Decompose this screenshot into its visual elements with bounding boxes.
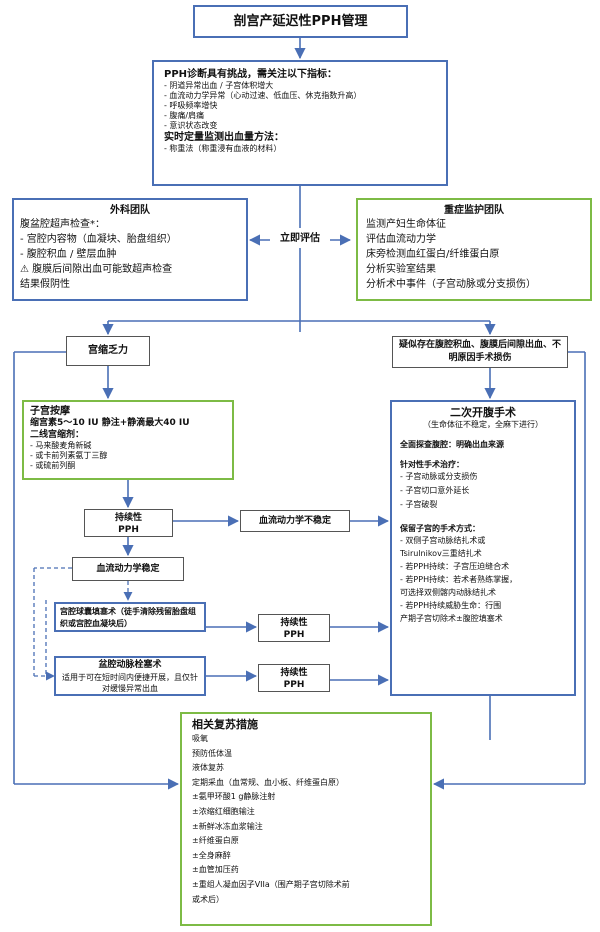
surgical-team-line: 腹盆腔超声检查*： bbox=[20, 219, 105, 230]
measure-list: - 称重法（称重浸有血液的材料） bbox=[164, 144, 436, 154]
atony-box: 宫缩乏力 bbox=[66, 336, 150, 366]
second-laparotomy-box: 二次开腹手术 （生命体征不稳定，全麻下进行） 全面探查腹腔：明确出血来源 针对性… bbox=[390, 400, 576, 696]
targeted-list: - 子宫动脉或分支损伤 - 子宫切口意外延长 - 子宫破裂 bbox=[400, 470, 566, 512]
suspect-box: 疑似存在腹腔积血、腹膜后间隙出血、不明原因手术损伤 bbox=[392, 336, 568, 368]
icu-team-line: 分析术中事件（子宫动脉或分支损伤） bbox=[366, 279, 536, 290]
laparotomy-title: 二次开腹手术 bbox=[450, 406, 516, 419]
uterine-massage-title: 子宫按摩 bbox=[30, 406, 70, 417]
icu-team-line: 监测产妇生命体征 bbox=[366, 219, 446, 230]
diagnosis-list: - 阴道异常出血 / 子宫体积增大 - 血流动力学异常（心动过速、低血压、休克指… bbox=[164, 81, 436, 131]
preserve-list: - 双侧子宫动脉结扎术或 Tsirulnikov三重结扎术 - 若PPH持续：子… bbox=[400, 534, 566, 625]
persistent-pph-3: 持续性PPH bbox=[258, 664, 330, 692]
surgical-team-line: ⚠ 腹膜后间隙出血可能致超声检查 bbox=[20, 264, 173, 275]
hemo-unstable-text: 血流动力学不稳定 bbox=[258, 516, 331, 526]
surgical-team-box: 外科团队 腹盆腔超声检查*： - 宫腔内容物（血凝块、胎盘组织） - 腹腔积血 … bbox=[12, 198, 248, 301]
resuscitation-line: ±氨甲环酸1 g静脉注射 bbox=[192, 792, 276, 802]
measure-heading: 实时定量监测出血量方法： bbox=[164, 132, 284, 143]
immediate-eval-text: 立即评估 bbox=[280, 233, 320, 244]
diagnosis-box: PPH诊断具有挑战，需关注以下指标： - 阴道异常出血 / 子宫体积增大 - 血… bbox=[152, 60, 448, 186]
resuscitation-line: ±血管加压药 bbox=[192, 865, 239, 875]
resuscitation-line: ±重组人凝血因子VIIa（围产期子宫切除术前 bbox=[192, 879, 350, 889]
resuscitation-title: 相关复苏措施 bbox=[192, 718, 258, 731]
oxytocin-dose: 缩宫素5～10 IU 静注+静滴最大40 IU bbox=[30, 418, 190, 428]
atony-text: 宫缩乏力 bbox=[88, 345, 128, 356]
hemo-stable-text: 血流动力学稳定 bbox=[96, 564, 160, 574]
targeted-item: - 子宫动脉或分支损伤 bbox=[400, 472, 478, 481]
measure-item: - 称重法（称重浸有血液的材料） bbox=[164, 144, 282, 153]
persistent-pph-1-text: 持续性PPH bbox=[114, 513, 142, 535]
persistent-pph-3-text: 持续性PPH bbox=[280, 668, 308, 690]
immediate-eval-label: 立即评估 bbox=[270, 232, 330, 248]
chart-title: 剖宫产延迟性PPH管理 bbox=[193, 5, 408, 38]
second-line-item: - 马来酸麦角新碱 bbox=[30, 441, 92, 450]
surgical-team-title: 外科团队 bbox=[110, 205, 150, 216]
surgical-team-line: - 腹腔积血 / 壁层血肿 bbox=[20, 249, 117, 260]
diagnosis-item: - 意识状态改变 bbox=[164, 121, 218, 130]
icu-team-line: 评估血流动力学 bbox=[366, 234, 436, 245]
hemo-unstable-box: 血流动力学不稳定 bbox=[240, 510, 350, 532]
icu-team-line: 床旁检测血红蛋白/纤维蛋白原 bbox=[366, 249, 500, 260]
second-line-item: - 或卡前列素氨丁三醇 bbox=[30, 451, 108, 460]
diagnosis-item: - 腹痛/肩痛 bbox=[164, 111, 205, 120]
targeted-item: - 子宫破裂 bbox=[400, 500, 438, 509]
preserve-line: - 若PPH持续：若术者熟练掌握， bbox=[400, 575, 518, 584]
embolization-desc: 适用于可在短时间内便捷开展，且仅针对缓慢异常出血 bbox=[62, 672, 198, 693]
resuscitation-line: ±新鲜冰冻血浆输注 bbox=[192, 821, 263, 831]
suspect-text: 疑似存在腹腔积血、腹膜后间隙出血、不明原因手术损伤 bbox=[399, 340, 562, 363]
preserve-line: 产期子宫切除术±腹腔填塞术 bbox=[400, 614, 503, 623]
embolization-title: 盆腔动脉栓塞术 bbox=[98, 660, 162, 670]
surgical-team-list: 腹盆腔超声检查*： - 宫腔内容物（血凝块、胎盘组织） - 腹腔积血 / 壁层血… bbox=[20, 217, 240, 292]
diagnosis-heading: PPH诊断具有挑战，需关注以下指标： bbox=[164, 69, 338, 80]
preserve-line: - 双侧子宫动脉结扎术或 bbox=[400, 536, 486, 545]
laparotomy-explore: 全面探查腹腔：明确出血来源 bbox=[400, 440, 504, 449]
resuscitation-line: ±纤维蛋白原 bbox=[192, 836, 239, 846]
icu-team-list: 监测产妇生命体征 评估血流动力学 床旁检测血红蛋白/纤维蛋白原 分析实验室结果 … bbox=[366, 217, 582, 292]
surgical-team-line: 结果假阴性 bbox=[20, 279, 70, 290]
chart-title-text: 剖宫产延迟性PPH管理 bbox=[233, 14, 368, 29]
preserve-line: - 若PPH持续：子宫压迫缝合术 bbox=[400, 562, 510, 571]
balloon-text: 宫腔球囊填塞术（徒手清除残留胎盘组织或宫腔血凝块后） bbox=[60, 607, 196, 628]
second-line-heading: 二线宫缩剂： bbox=[30, 429, 85, 440]
resuscitation-line: ±全身麻醉 bbox=[192, 850, 231, 860]
resuscitation-line: 预防低体温 bbox=[192, 748, 232, 758]
embolization-box: 盆腔动脉栓塞术 适用于可在短时间内便捷开展，且仅针对缓慢异常出血 bbox=[54, 656, 206, 696]
preserve-line: 可选择双侧髂内动脉结扎术 bbox=[400, 588, 496, 597]
diagnosis-item: - 阴道异常出血 / 子宫体积增大 bbox=[164, 81, 274, 90]
resuscitation-line: 吸氧 bbox=[192, 734, 208, 743]
hemo-stable-box: 血流动力学稳定 bbox=[72, 557, 184, 581]
uterine-massage-box: 子宫按摩 缩宫素5～10 IU 静注+静滴最大40 IU 二线宫缩剂： - 马来… bbox=[22, 400, 234, 480]
targeted-item: - 子宫切口意外延长 bbox=[400, 486, 470, 495]
resuscitation-line: ±浓缩红细胞输注 bbox=[192, 806, 255, 816]
resuscitation-line: 定期采血（血常规、血小板、纤维蛋白原） bbox=[192, 777, 344, 787]
laparotomy-subtitle: （生命体征不稳定，全麻下进行） bbox=[423, 420, 543, 429]
diagnosis-item: - 呼吸频率增快 bbox=[164, 101, 218, 110]
persistent-pph-2: 持续性PPH bbox=[258, 614, 330, 642]
icu-team-title: 重症监护团队 bbox=[444, 205, 504, 216]
surgical-team-line: - 宫腔内容物（血凝块、胎盘组织） bbox=[20, 234, 177, 245]
resuscitation-line: 液体复苏 bbox=[192, 763, 224, 773]
balloon-box: 宫腔球囊填塞术（徒手清除残留胎盘组织或宫腔血凝块后） bbox=[54, 602, 206, 632]
persistent-pph-2-text: 持续性PPH bbox=[280, 618, 308, 640]
targeted-heading: 针对性手术治疗： bbox=[400, 460, 464, 469]
preserve-line: Tsirulnikov三重结扎术 bbox=[400, 549, 482, 558]
icu-team-box: 重症监护团队 监测产妇生命体征 评估血流动力学 床旁检测血红蛋白/纤维蛋白原 分… bbox=[356, 198, 592, 301]
icu-team-line: 分析实验室结果 bbox=[366, 264, 436, 275]
resuscitation-box: 相关复苏措施 吸氧 预防低体温 液体复苏 定期采血（血常规、血小板、纤维蛋白原）… bbox=[180, 712, 432, 926]
second-line-list: - 马来酸麦角新碱 - 或卡前列素氨丁三醇 - 或硫前列酮 bbox=[30, 441, 226, 471]
persistent-pph-1: 持续性PPH bbox=[84, 509, 173, 537]
preserve-line: - 若PPH持续威胁生命：行围 bbox=[400, 601, 502, 610]
second-line-item: - 或硫前列酮 bbox=[30, 461, 76, 470]
preserve-heading: 保留子宫的手术方式： bbox=[400, 524, 480, 533]
diagnosis-item: - 血流动力学异常（心动过速、低血压、休克指数升高） bbox=[164, 91, 362, 100]
resuscitation-line: 或术后） bbox=[192, 894, 224, 904]
resuscitation-list: 吸氧 预防低体温 液体复苏 定期采血（血常规、血小板、纤维蛋白原） ±氨甲环酸1… bbox=[192, 732, 420, 907]
